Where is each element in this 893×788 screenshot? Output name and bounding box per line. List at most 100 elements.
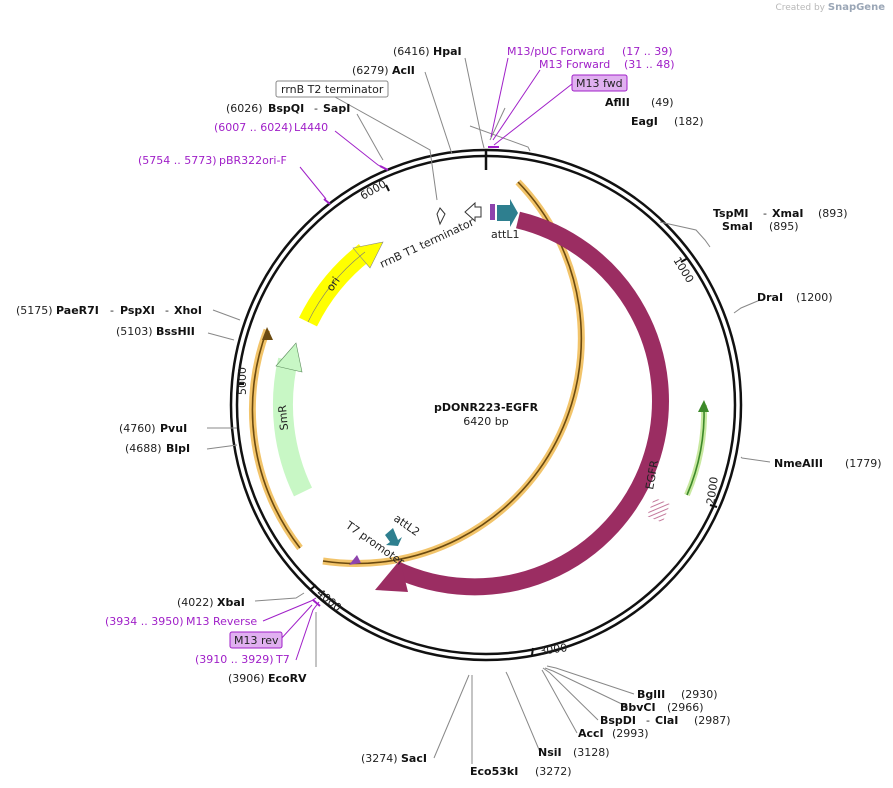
svg-text:(6416): (6416) (393, 45, 430, 58)
label-m13-fwd: M13 fwd (576, 77, 623, 90)
label-attl1: attL1 (491, 228, 520, 241)
svg-text:(3906): (3906) (228, 672, 265, 685)
rrnb-t2-box (275, 80, 389, 98)
svg-text:(1779): (1779) (845, 457, 882, 470)
site-bspqi: BspQI (268, 102, 304, 115)
site-eagi: EagI (631, 115, 658, 128)
site-acli: AclI (392, 64, 415, 77)
svg-text:2000: 2000 (704, 476, 721, 506)
svg-text:1000: 1000 (670, 255, 696, 286)
svg-text:(3274): (3274) (361, 752, 398, 765)
site-smai: SmaI (722, 220, 753, 233)
svg-text:-: - (314, 102, 318, 115)
svg-text:5000: 5000 (236, 367, 249, 395)
rrnb-t1-arrow (464, 201, 482, 223)
plasmid-name: pDONR223-EGFR (434, 401, 539, 414)
site-pvui: PvuI (160, 422, 187, 435)
site-xhoi: XhoI (174, 304, 202, 317)
label-egfr: EGFR (643, 459, 661, 491)
site-nmeaiii: NmeAIII (774, 457, 823, 470)
svg-text:(3910 .. 3929): (3910 .. 3929) (195, 653, 274, 666)
m13-fwd-box (571, 74, 628, 92)
svg-text:(5103): (5103) (116, 325, 153, 338)
site-drai: DraI (757, 291, 783, 304)
plasmid-length: 6420 bp (463, 415, 508, 428)
site-bspdi: BspDI (600, 714, 636, 727)
site-nsii: NsiI (538, 746, 562, 759)
svg-text:(182): (182) (674, 115, 704, 128)
svg-text:-: - (763, 207, 767, 220)
primer-markers (312, 146, 499, 607)
site-ecorv: EcoRV (268, 672, 307, 685)
label-rrnb-t1: rrnB T1 terminator (378, 215, 477, 270)
site-hpai: HpaI (433, 45, 462, 58)
orf-arcs (248, 179, 709, 567)
site-acci: AccI (578, 727, 604, 740)
primer-l4440: L4440 (294, 121, 328, 134)
attl1-arrow (497, 199, 518, 227)
svg-text:(3128): (3128) (573, 746, 610, 759)
svg-text:(2993): (2993) (612, 727, 649, 740)
svg-text:-: - (646, 714, 650, 727)
primer-m13-reverse: M13 Reverse (186, 615, 257, 628)
site-aflii: AflII (605, 96, 630, 109)
svg-text:(5754 .. 5773): (5754 .. 5773) (138, 154, 217, 167)
label-smr: SmR (276, 404, 291, 431)
t7-marker (349, 555, 361, 565)
site-pspxi: PspXI (120, 304, 155, 317)
svg-text:(3934 .. 3950): (3934 .. 3950) (105, 615, 184, 628)
svg-text:(49): (49) (651, 96, 674, 109)
snapgene-logo: SnapGene (827, 2, 885, 13)
svg-text:(4688): (4688) (125, 442, 162, 455)
site-eco53ki: Eco53kI (470, 765, 518, 778)
svg-text:(893): (893) (818, 207, 848, 220)
svg-text:(6007 .. 6024): (6007 .. 6024) (214, 121, 293, 134)
site-bbvci: BbvCI (620, 701, 656, 714)
site-clai: ClaI (655, 714, 678, 727)
smr-feature (272, 357, 313, 497)
primer-leader-lines (262, 57, 573, 661)
site-saci: SacI (401, 752, 427, 765)
svg-text:(1200): (1200) (796, 291, 833, 304)
svg-text:-: - (110, 304, 114, 317)
site-xbai: XbaI (217, 596, 245, 609)
primer-pbr322ori-f: pBR322ori-F (219, 154, 287, 167)
egfr-feature (375, 211, 671, 596)
svg-text:(2966): (2966) (667, 701, 704, 714)
primer-m13puc: M13/pUC Forward (507, 45, 605, 58)
svg-text:(6279): (6279) (352, 64, 389, 77)
m13-rev-box (229, 631, 283, 649)
site-bpli: BlpI (166, 442, 190, 455)
primer-m13-forward: M13 Forward (539, 58, 610, 71)
svg-text:(3272): (3272) (535, 765, 572, 778)
svg-text:(2930): (2930) (681, 688, 718, 701)
svg-text:(895): (895) (769, 220, 799, 233)
site-bsshii: BssHII (156, 325, 195, 338)
site-tspmi: TspMI (713, 207, 749, 220)
snapgene-credit: Created by SnapGene (775, 2, 885, 13)
label-attl2: attL2 (391, 512, 422, 539)
site-labels: (6416) HpaI (6279) AclI rrnB T2 terminat… (16, 45, 882, 778)
svg-text:(4760): (4760) (119, 422, 156, 435)
svg-text:4000: 4000 (314, 586, 344, 614)
svg-text:(6026): (6026) (226, 102, 263, 115)
site-paer7i: PaeR7I (56, 304, 99, 317)
svg-text:(17 .. 39): (17 .. 39) (622, 45, 673, 58)
svg-text:(4022): (4022) (177, 596, 214, 609)
primer-t7: T7 (275, 653, 290, 666)
site-sapi: SapI (323, 102, 350, 115)
egfr-hatched-region (646, 497, 671, 523)
svg-text:(31 .. 48): (31 .. 48) (624, 58, 675, 71)
tick-marks (237, 184, 718, 656)
svg-text:-: - (165, 304, 169, 317)
rrnb-t2-marker (436, 207, 446, 226)
svg-text:(2987): (2987) (694, 714, 731, 727)
label-rrnb-t2: rrnB T2 terminator (281, 83, 384, 96)
leader-lines (206, 57, 771, 764)
svg-text:3000: 3000 (539, 641, 569, 658)
svg-text:(5175): (5175) (16, 304, 53, 317)
site-bglii: BglII (637, 688, 665, 701)
label-m13-rev: M13 rev (234, 634, 279, 647)
attb-marker (490, 204, 495, 220)
